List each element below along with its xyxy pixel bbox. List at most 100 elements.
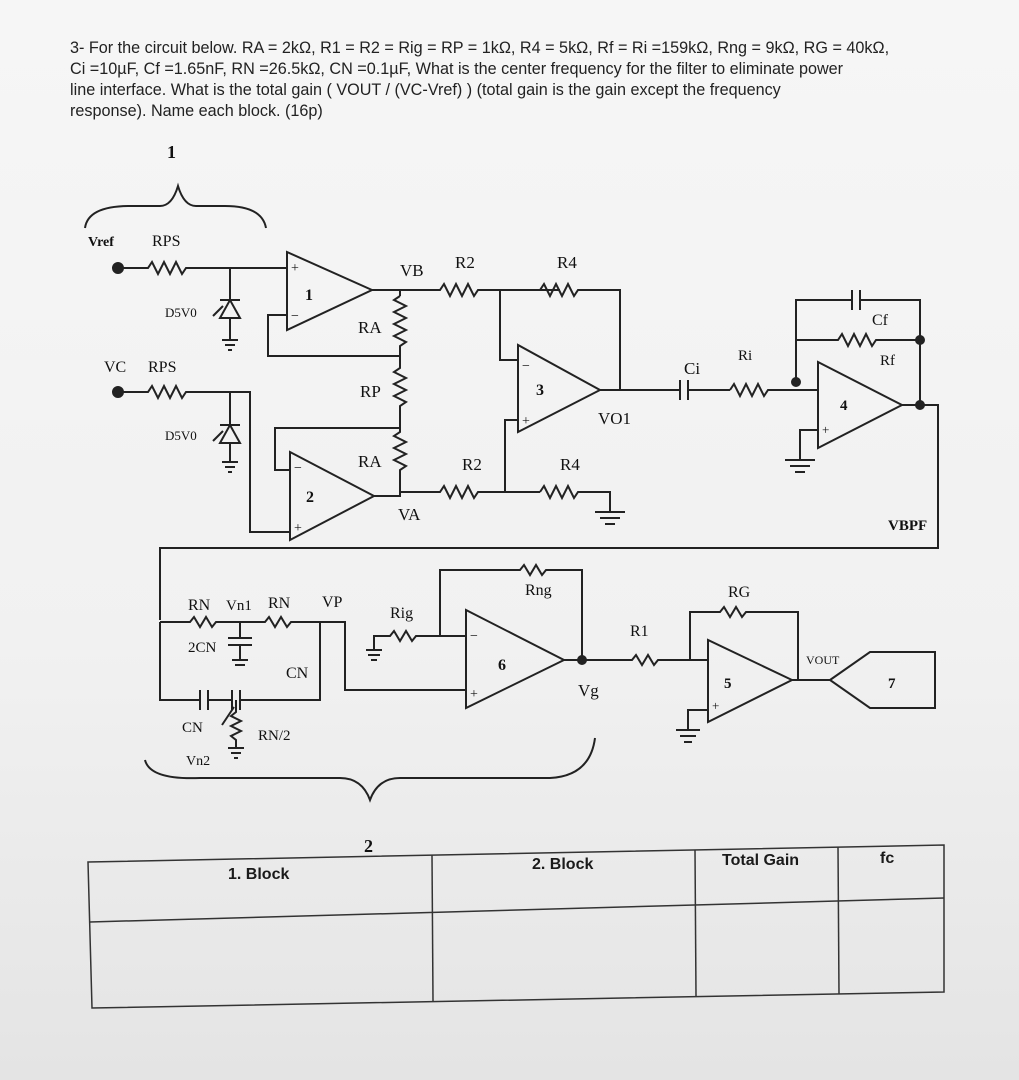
question-line-1: 3- For the circuit below. RA = 2kΩ, R1 =… <box>70 39 890 57</box>
opamp-5 <box>707 638 795 724</box>
r2-top-label: R2 <box>455 253 475 272</box>
block2-number: 2 <box>364 836 373 856</box>
question-line-3: line interface. What is the total gain (… <box>70 81 781 99</box>
vout-label: VOUT <box>806 653 840 667</box>
rp-label: RP <box>360 382 381 401</box>
diode-arrow-bot <box>212 430 224 442</box>
block1-brace <box>84 182 267 229</box>
opamp-3-plus: + <box>522 414 530 429</box>
rig-label: Rig <box>390 605 413 622</box>
rf-label: Rf <box>880 353 895 369</box>
rig-resistor <box>366 629 466 661</box>
block2-brace <box>144 737 596 803</box>
header-total-gain: Total Gain <box>722 852 800 869</box>
ci-capacitor <box>600 380 730 400</box>
table-border <box>87 844 945 1009</box>
opamp-2 <box>289 450 377 542</box>
opamp-3-inv-wire <box>499 290 518 361</box>
opamp-1-minus: − <box>291 309 299 324</box>
cf-label: Cf <box>872 312 889 329</box>
vbpf-wire <box>159 404 939 620</box>
vp-wire <box>320 621 466 691</box>
rps-bot-label: RPS <box>148 359 176 376</box>
r2-bot-resistor <box>400 483 540 501</box>
opamp-6-plus: + <box>470 687 478 702</box>
opamp-1-plus: + <box>291 261 299 276</box>
header-block-1: 1. Block <box>228 866 290 883</box>
rps-top-label: RPS <box>152 233 180 250</box>
question-line-2: Ci =10µF, Cf =1.65nF, RN =26.5kΩ, CN =0.… <box>70 60 844 78</box>
opamp-4-ground <box>785 429 818 473</box>
opamp-3-label: 3 <box>536 382 544 399</box>
rn-left-label: RN <box>188 597 211 614</box>
question-line-4: response). Name each block. (16p) <box>70 102 323 120</box>
opamp-2-feedback <box>274 427 400 471</box>
opamp-3-noninv-wire <box>504 419 518 492</box>
table-col-divider-3 <box>837 846 840 995</box>
opamp-1-label: 1 <box>305 287 313 304</box>
r4-top-label: R4 <box>557 253 577 272</box>
block1-number: 1 <box>167 142 176 162</box>
two-cn-capacitor <box>228 622 252 666</box>
opamp-1 <box>286 250 375 332</box>
rn-half-label: RN/2 <box>258 728 291 744</box>
vn2-label: Vn2 <box>186 754 210 769</box>
opamp-5-ground <box>676 709 708 743</box>
block-7 <box>828 651 936 709</box>
vo1-label: VO1 <box>598 409 631 428</box>
header-fc: fc <box>880 850 895 867</box>
ra-top-resistor <box>391 295 409 356</box>
vb-label: VB <box>400 261 424 280</box>
table-row-divider <box>89 897 945 923</box>
cf-capacitor <box>795 290 921 405</box>
rp-resistor <box>391 356 409 422</box>
opamp-2-minus: − <box>294 461 302 476</box>
rn-right-label: RN <box>268 595 291 612</box>
ra-bot-resistor <box>391 422 409 490</box>
rg-resistor <box>689 605 799 680</box>
r2-top-resistor <box>400 281 560 299</box>
header-block-2: 2. Block <box>532 856 594 873</box>
r1-resistor <box>564 653 708 667</box>
va-wire <box>374 490 401 497</box>
node-rf <box>915 335 925 345</box>
cn-right-label: CN <box>286 665 309 682</box>
opamp-2-plus: + <box>294 521 302 536</box>
cn-capacitors <box>159 622 321 710</box>
d5v0-top-diode <box>218 268 242 351</box>
vp-label: VP <box>322 594 343 611</box>
opamp-2-label: 2 <box>306 489 314 506</box>
opamp-5-label: 5 <box>724 676 732 692</box>
ri-resistor <box>729 381 818 399</box>
diode-arrow-top <box>212 305 224 317</box>
opamp-3-minus: − <box>522 359 530 374</box>
rps-bot-resistor <box>118 383 290 533</box>
rng-resistor <box>439 563 583 660</box>
question-text: 3- For the circuit below. RA = 2kΩ, R1 =… <box>70 38 950 122</box>
node-out4 <box>915 400 925 410</box>
r1-label: R1 <box>630 623 649 640</box>
vg-label: Vg <box>578 681 599 700</box>
r4-top-resistor <box>500 281 621 390</box>
two-cn-label: 2CN <box>188 640 217 656</box>
ra-bot-label: RA <box>358 452 382 471</box>
rg-label: RG <box>728 584 751 601</box>
rn-half-resistor <box>228 700 244 759</box>
table-col-divider-1 <box>431 854 434 1002</box>
opamp-5-plus: + <box>712 698 719 713</box>
table-col-divider-2 <box>694 849 697 997</box>
r2-bot-label: R2 <box>462 455 482 474</box>
ci-label: Ci <box>684 359 700 378</box>
rng-label: Rng <box>525 582 552 599</box>
vref-label: Vref <box>88 235 114 250</box>
block-7-label: 7 <box>888 676 896 692</box>
va-label: VA <box>398 505 421 524</box>
opamp-3 <box>517 343 603 434</box>
cn-left-label: CN <box>182 720 203 736</box>
d5v0-bot-label: D5V0 <box>165 428 197 443</box>
opamp-4 <box>817 360 905 450</box>
vc-label: VC <box>104 359 126 376</box>
r4-bot-label: R4 <box>560 455 580 474</box>
